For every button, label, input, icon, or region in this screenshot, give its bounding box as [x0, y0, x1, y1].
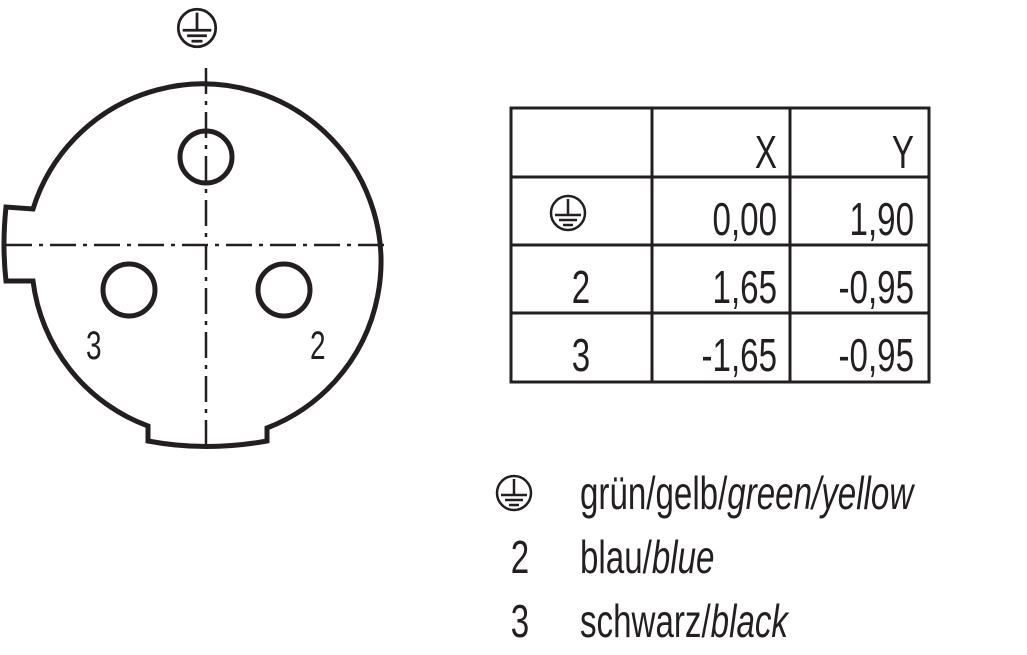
- legend-pin-2: 2: [511, 533, 529, 583]
- coordinates-table: [509, 106, 931, 384]
- connector-outline: [1, 81, 384, 449]
- table-row-3-x: -1,65: [702, 331, 777, 381]
- legend-ground-german: grün/gelb/: [580, 469, 728, 519]
- legend-item-3: schwarz/black: [580, 597, 790, 647]
- legend-ground-english: green/yellow: [727, 469, 915, 519]
- table-row-2-pin: 2: [572, 263, 590, 313]
- table-header-x: X: [755, 128, 777, 178]
- legend-3-english: black: [711, 597, 790, 647]
- table-row-3-y: -0,95: [839, 331, 914, 381]
- legend-2-german: blau/: [580, 533, 653, 583]
- legend-ground-icon: [495, 474, 533, 512]
- table-row-ground-y: 1,90: [850, 195, 914, 245]
- ground-symbol-icon: [176, 7, 218, 49]
- legend-2-english: blue: [652, 533, 715, 583]
- table-header-y: Y: [892, 128, 914, 178]
- legend-pin-3: 3: [511, 597, 529, 647]
- table-row-2-y: -0,95: [839, 263, 914, 313]
- table-row-2-x: 1,65: [713, 263, 777, 313]
- table-row-ground-x: 0,00: [713, 195, 777, 245]
- pin-2: [255, 261, 313, 319]
- pin-2-label: 2: [310, 324, 326, 368]
- pin-3: [100, 261, 158, 319]
- table-row-3-pin: 3: [572, 331, 590, 381]
- table-row-ground-pin-icon: [549, 194, 587, 232]
- legend-item-ground: grün/gelb/green/yellow: [580, 469, 916, 519]
- pin-3-label: 3: [86, 324, 102, 368]
- pin-ground: [177, 128, 235, 186]
- legend-item-2: blau/blue: [580, 533, 714, 583]
- legend-3-german: schwarz/: [580, 597, 711, 647]
